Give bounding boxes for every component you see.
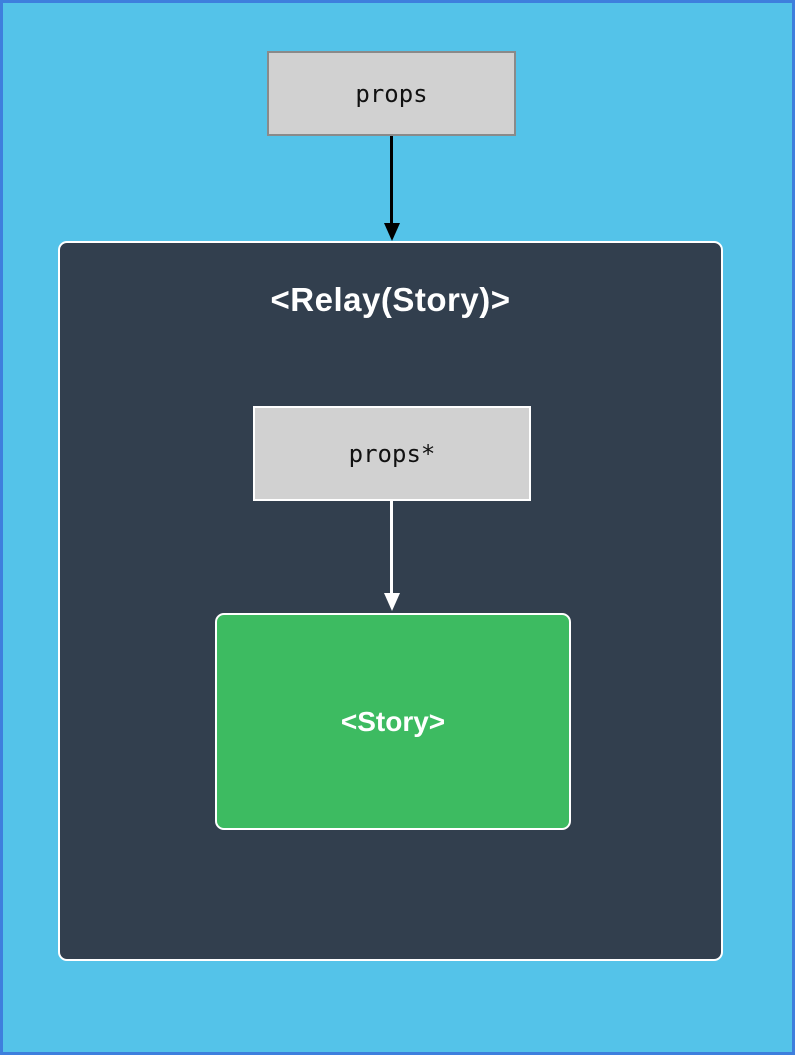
story-node: <Story> <box>215 613 571 830</box>
arrow-props-star-to-story-line <box>390 501 393 593</box>
arrow-props-star-to-story-head-icon <box>384 593 400 611</box>
props-node-label: props <box>355 79 428 108</box>
props-star-node-label: props* <box>348 439 436 468</box>
arrow-props-to-relay-line <box>390 136 393 223</box>
props-node: props <box>267 51 516 136</box>
relay-container-title: <Relay(Story)> <box>270 281 511 318</box>
story-node-label: <Story> <box>340 705 446 737</box>
props-star-node: props* <box>253 406 531 501</box>
arrow-props-to-relay-head-icon <box>384 223 400 241</box>
relay-container: <Relay(Story)> props* <Story> <box>58 241 723 961</box>
